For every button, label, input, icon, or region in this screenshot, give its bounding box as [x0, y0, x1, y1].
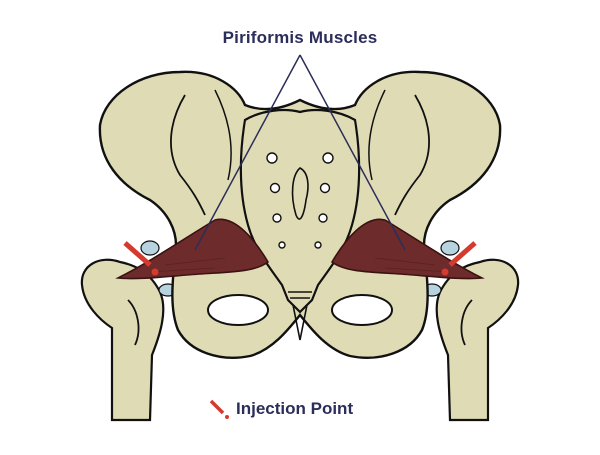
legend: Injection Point	[208, 398, 353, 420]
right-femur	[435, 258, 520, 422]
diagram-title: Piriformis Muscles	[222, 28, 378, 47]
title-pointer-lines	[194, 54, 406, 251]
left-femur	[80, 258, 165, 422]
left-injection-point	[123, 241, 159, 276]
right-piriformis-muscle	[330, 218, 485, 280]
injection-arrow-icon	[209, 399, 229, 419]
legend-label: Injection Point	[236, 399, 354, 418]
left-piriformis-muscle	[115, 218, 270, 280]
sacrum	[239, 109, 361, 314]
right-injection-point	[441, 241, 477, 276]
